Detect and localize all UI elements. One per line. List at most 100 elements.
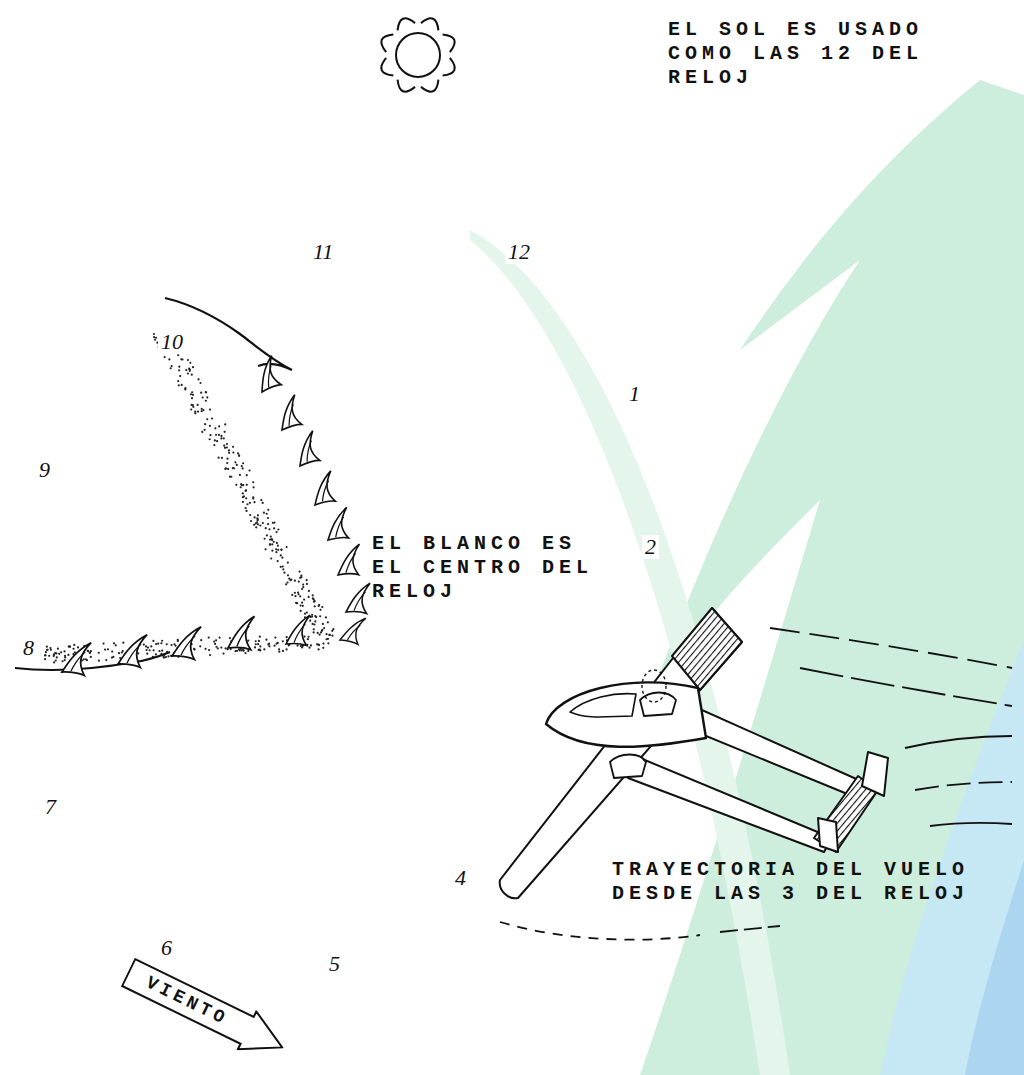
stipple-dot [55,659,57,661]
stipple-dot [161,640,163,642]
stipple-dot [167,655,169,657]
clock-number: 4 [452,866,469,890]
stipple-dot [313,628,315,630]
stipple-dot [219,636,221,638]
sun-ray [398,18,415,30]
stipple-dot [208,636,210,638]
stipple-dot [250,520,252,522]
stipple-dot [314,605,316,607]
stipple-dot [277,528,279,530]
stipple-dot [311,616,313,618]
wind-arrow: VIENTO [118,952,293,1067]
background-band [965,860,1024,1075]
stipple-dot [73,644,75,646]
stipple-dot [249,502,251,504]
stipple-dot [308,590,310,592]
clock-number: 1 [626,382,643,406]
stipple-dot [111,651,113,653]
clock-number: 8 [20,636,37,660]
stipple-dot [104,649,106,651]
stipple-dot [269,544,271,546]
flight-note: TRAYECTORIA DEL VUELO DESDE LAS 3 DEL RE… [612,858,978,906]
stipple-dot [179,375,181,377]
stipple-dot [313,598,315,600]
stipple-dot [201,410,203,412]
stipple-dot [262,502,264,504]
stipple-dot [248,469,250,471]
stipple-dot [259,636,261,638]
stipple-dot [197,404,199,406]
stipple-dot [228,452,230,454]
stipple-dot [247,650,249,652]
stipple-dot [275,531,277,533]
stipple-dot [288,644,290,646]
stipple-dot [150,645,152,647]
stipple-dot [83,658,85,660]
stipple-dot [113,642,115,644]
stipple-dot [118,652,120,654]
target-note: EL BLANCO ES EL CENTRO DEL RELOJ [372,532,602,604]
engine-nacelle [610,755,646,779]
stipple-dot [306,583,308,585]
stipple-dot [259,649,261,651]
stipple-dot [192,404,194,406]
stipple-dot [149,649,151,651]
stipple-dot [145,649,147,651]
stipple-dot [327,642,329,644]
stipple-dot [162,656,164,658]
stipple-dot [245,490,247,492]
stipple-dot [211,417,213,419]
stipple-dot [155,653,157,655]
stipple-dot [209,438,211,440]
stipple-dot [256,517,258,519]
stipple-dot [205,400,207,402]
stipple-dot [318,644,320,646]
stipple-dot [271,538,273,540]
clock-number: 9 [36,458,53,482]
stipple-dot [61,660,63,662]
stipple-dot [239,474,241,476]
stipple-dot [234,461,236,463]
stipple-dot [45,654,47,656]
stipple-dot [257,519,259,521]
flame [279,615,321,653]
stipple-dot [226,443,228,445]
stipple-dot [317,632,319,634]
stipple-dot [303,598,305,600]
stipple-dot [90,656,92,658]
stipple-dot [318,604,320,606]
stipple-dot [270,536,272,538]
stipple-dot [193,648,195,650]
stipple-dot [192,366,194,368]
stipple-dot [242,484,244,486]
stipple-dot [44,658,46,660]
stipple-dot [170,367,172,369]
stipple-dot [265,527,267,529]
stipple-dot [245,507,247,509]
stipple-dot [232,451,234,453]
stipple-dot [245,489,247,491]
stipple-dot [170,644,172,646]
stipple-dot [263,648,265,650]
stipple-dot [199,382,201,384]
stipple-dot [229,637,231,639]
stipple-dot [271,539,273,541]
trail-line [930,823,1012,826]
stipple-dot [302,605,304,607]
stipple-dot [325,633,327,635]
stipple-dot [220,646,222,648]
sun-note: EL SOL ES USADO COMO LAS 12 DEL RELOJ [668,18,932,90]
stipple-dot [252,486,254,488]
stipple-dot [240,483,242,485]
stipple-dot [152,640,154,642]
stipple-dot [63,650,65,652]
stipple-dot [282,650,284,652]
stipple-dot [206,396,208,398]
stipple-dot [213,444,215,446]
flame [221,616,267,658]
stipple-dot [225,467,227,469]
stipple-dot [178,366,180,368]
stipple-dot [254,646,256,648]
sun-symbol [381,18,454,91]
stipple-dot [308,596,310,598]
